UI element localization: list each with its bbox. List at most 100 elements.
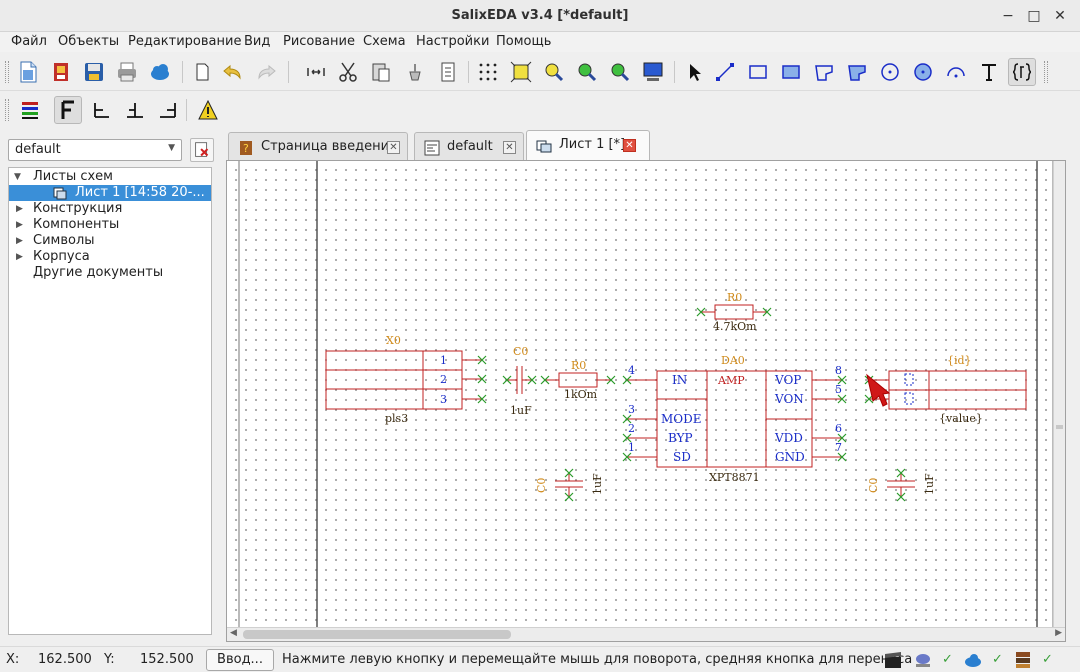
ic-pin-sd: SD bbox=[673, 450, 691, 464]
network-icon[interactable] bbox=[912, 649, 934, 671]
collapsed-arrow-icon[interactable]: ▶ bbox=[16, 220, 23, 230]
align-center-icon[interactable] bbox=[121, 96, 149, 124]
circle-tool-icon[interactable] bbox=[876, 58, 904, 86]
cloud-icon[interactable] bbox=[146, 58, 174, 86]
horizontal-scroll-thumb[interactable] bbox=[243, 630, 511, 639]
filled-rectangle-tool-icon[interactable] bbox=[777, 58, 805, 86]
library-icon[interactable] bbox=[1012, 649, 1034, 671]
toolbar-grip[interactable] bbox=[5, 99, 9, 121]
input-button[interactable]: Ввод... bbox=[206, 649, 274, 671]
open-file-icon[interactable] bbox=[47, 58, 75, 86]
select-arrow-icon[interactable] bbox=[680, 58, 708, 86]
print-icon[interactable] bbox=[113, 58, 141, 86]
align-left-icon[interactable] bbox=[88, 96, 116, 124]
layers-icon[interactable] bbox=[16, 96, 44, 124]
maximize-icon[interactable]: □ bbox=[1027, 8, 1041, 24]
menu-view[interactable]: Вид bbox=[244, 34, 271, 49]
toolbar-grip[interactable] bbox=[5, 61, 9, 83]
zoom-fit-icon[interactable] bbox=[507, 58, 535, 86]
tree-item-packages[interactable]: ▶ Корпуса bbox=[16, 249, 90, 264]
menu-schematic[interactable]: Схема bbox=[363, 34, 406, 49]
menu-objects[interactable]: Объекты bbox=[58, 34, 120, 49]
tree-item-components[interactable]: ▶ Компоненты bbox=[16, 217, 120, 232]
save-icon[interactable] bbox=[80, 58, 108, 86]
menu-file[interactable]: Файл bbox=[11, 34, 47, 49]
polygon-tool-icon[interactable] bbox=[810, 58, 838, 86]
delete-project-button[interactable] bbox=[190, 138, 214, 162]
expanded-arrow-icon[interactable]: ▼ bbox=[14, 172, 21, 182]
ic-pin-byp: BYP bbox=[668, 431, 693, 445]
ic-pin-num-1: 1 bbox=[628, 441, 635, 454]
tree-item-schematic-sheets[interactable]: ▼ Листы схем bbox=[14, 169, 113, 184]
menu-edit[interactable]: Редактирование bbox=[128, 34, 242, 49]
close-icon[interactable]: ✕ bbox=[1054, 8, 1066, 24]
ic-pin-num-2: 2 bbox=[628, 422, 635, 435]
monitor-icon[interactable] bbox=[639, 58, 667, 86]
undo-icon[interactable] bbox=[219, 58, 247, 86]
close-tab-icon[interactable]: ✕ bbox=[387, 141, 400, 154]
zoom-in-icon[interactable] bbox=[540, 58, 568, 86]
collapsed-arrow-icon[interactable]: ▶ bbox=[16, 236, 23, 246]
connector-pin-3: 3 bbox=[440, 393, 447, 406]
tree-item-symbols[interactable]: ▶ Символы bbox=[16, 233, 95, 248]
mirror-icon[interactable] bbox=[302, 58, 330, 86]
new-file-icon[interactable] bbox=[14, 58, 42, 86]
placeholder-value: {value} bbox=[939, 412, 983, 425]
help-book-icon: ? bbox=[240, 141, 252, 155]
cut-icon[interactable] bbox=[334, 58, 362, 86]
filled-polygon-tool-icon[interactable] bbox=[843, 58, 871, 86]
menu-help[interactable]: Помощь bbox=[496, 34, 552, 49]
document-tabs: ? Страница введения ✕ default ✕ Лист 1 [… bbox=[226, 130, 1066, 160]
ic-pin-von: VON bbox=[774, 392, 804, 406]
project-select[interactable]: default ▼ bbox=[8, 139, 182, 161]
ic-pin-vdd: VDD bbox=[774, 431, 803, 445]
paste-icon[interactable] bbox=[367, 58, 395, 86]
resistor-input bbox=[545, 372, 611, 388]
horizontal-scrollbar[interactable]: ◀ ▶ bbox=[227, 627, 1065, 641]
connector-x0 bbox=[325, 350, 482, 410]
vertical-scrollbar[interactable] bbox=[1053, 161, 1065, 627]
close-tab-icon[interactable]: ✕ bbox=[623, 139, 636, 152]
main-toolbar bbox=[0, 53, 1080, 91]
tab-default[interactable]: default ✕ bbox=[414, 132, 524, 160]
field-tool-icon[interactable] bbox=[1008, 58, 1036, 86]
window-title: SalixEDA v3.4 [*default] bbox=[451, 8, 629, 23]
close-tab-icon[interactable]: ✕ bbox=[503, 141, 516, 154]
cloud-status-icon[interactable] bbox=[962, 649, 984, 671]
grid-icon[interactable] bbox=[474, 58, 502, 86]
redo-icon[interactable] bbox=[252, 58, 280, 86]
schematic-canvas[interactable]: X0 1 2 3 pls3 C0 1uF R0 1kOm bbox=[227, 161, 1065, 627]
tab-intro-page[interactable]: ? Страница введения ✕ bbox=[228, 132, 408, 160]
tree-item-sheet-1[interactable]: Лист 1 [14:58 20-... bbox=[9, 185, 211, 201]
schematic-editor[interactable]: X0 1 2 3 pls3 C0 1uF R0 1kOm bbox=[226, 160, 1066, 642]
scroll-right-icon[interactable]: ▶ bbox=[1055, 628, 1062, 638]
font-bold-icon[interactable] bbox=[54, 96, 82, 124]
zoom-area-icon[interactable] bbox=[606, 58, 634, 86]
tab-sheet-1[interactable]: Лист 1 [*] ✕ bbox=[526, 130, 650, 160]
clean-icon[interactable] bbox=[401, 58, 429, 86]
menu-bar: Файл Объекты Редактирование Вид Рисовани… bbox=[0, 32, 1080, 52]
drc-warning-icon[interactable] bbox=[194, 96, 222, 124]
align-right-icon[interactable] bbox=[154, 96, 182, 124]
tree-item-other-documents[interactable]: Другие документы bbox=[33, 265, 164, 280]
project-panel: default ▼ ▼ Листы схем Лист 1 [14:58 20-… bbox=[8, 137, 216, 637]
filled-circle-tool-icon[interactable] bbox=[909, 58, 937, 86]
zoom-out-icon[interactable] bbox=[573, 58, 601, 86]
collapsed-arrow-icon[interactable]: ▶ bbox=[16, 204, 23, 214]
collapsed-arrow-icon[interactable]: ▶ bbox=[16, 252, 23, 262]
menu-settings[interactable]: Настройки bbox=[416, 34, 490, 49]
minimize-icon[interactable]: − bbox=[1002, 8, 1014, 24]
arc-tool-icon[interactable] bbox=[942, 58, 970, 86]
rectangle-tool-icon[interactable] bbox=[744, 58, 772, 86]
new-page-icon[interactable] bbox=[188, 58, 216, 86]
cloud-ok-icon: ✓ bbox=[992, 652, 1003, 667]
line-tool-icon[interactable] bbox=[711, 58, 739, 86]
clapper-icon[interactable] bbox=[882, 649, 904, 671]
text-tool-icon[interactable] bbox=[975, 58, 1003, 86]
menu-draw[interactable]: Рисование bbox=[283, 34, 355, 49]
scroll-left-icon[interactable]: ◀ bbox=[230, 628, 237, 638]
properties-icon[interactable] bbox=[434, 58, 462, 86]
tree-item-construction[interactable]: ▶ Конструкция bbox=[16, 201, 123, 216]
ic-da0 bbox=[627, 370, 842, 468]
res-input-ref: R0 bbox=[571, 359, 586, 372]
